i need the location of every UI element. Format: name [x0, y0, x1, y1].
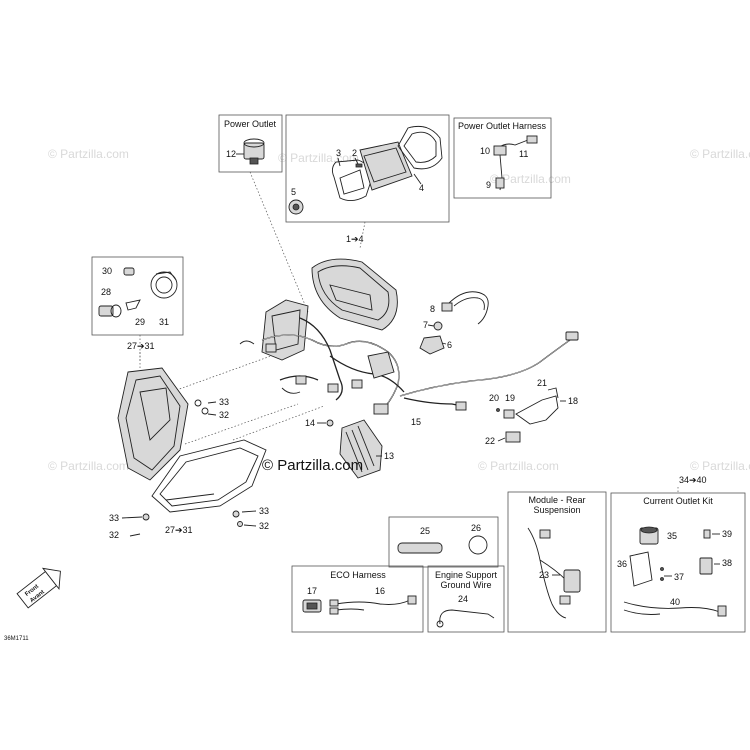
callout-8: 8	[430, 304, 435, 314]
power-outlet-harness-title: Power Outlet Harness	[458, 121, 547, 131]
eco-harness-box: ECO Harness 17 16	[291, 565, 424, 633]
headlight-housing: 33 32	[117, 367, 229, 481]
voltage-regulator: 13 14	[305, 418, 394, 479]
callout-23: 23	[539, 570, 549, 580]
engine-ground-wire-box: Engine Support Ground Wire 24	[427, 565, 505, 633]
module-rear-title-2: Suspension	[533, 505, 580, 515]
callout-20: 20	[489, 393, 499, 403]
eco-harness-title: ECO Harness	[330, 570, 386, 580]
callout-24: 24	[458, 594, 468, 604]
callout-39: 39	[722, 529, 732, 539]
watermark: © Partzilla.com	[690, 459, 750, 473]
callout-6: 6	[447, 340, 452, 350]
current-outlet-kit-box: Current Outlet Kit 35 39 36 37 38 40	[610, 492, 746, 633]
callout-11: 11	[519, 149, 528, 159]
callout-26: 26	[471, 523, 481, 533]
callout-7: 7	[423, 320, 428, 330]
drawing-code: 36M1711	[4, 636, 29, 642]
engine-support-title-1: Engine Support	[435, 570, 498, 580]
callout-18: 18	[568, 396, 578, 406]
callout-33-top: 33	[219, 397, 229, 407]
watermark: © Partzilla.com	[690, 147, 750, 161]
module-rear-title-1: Module - Rear	[528, 495, 585, 505]
headlight-bulb-box: 30 28 29 31	[91, 256, 184, 336]
callout-3: 3	[336, 148, 341, 158]
parts-6-8: 8 7 6	[419, 291, 489, 355]
callout-35: 35	[667, 531, 677, 541]
cluster-main	[311, 258, 398, 331]
callout-32-right: 32	[259, 521, 269, 531]
front-direction-badge: Front Avant	[16, 567, 61, 609]
callout-19: 19	[505, 393, 515, 403]
callout-32-top: 32	[219, 410, 229, 420]
watermark: © Partzilla.com	[478, 459, 559, 473]
callout-14: 14	[305, 418, 315, 428]
callout-38: 38	[722, 558, 732, 568]
power-outlet-title: Power Outlet	[224, 119, 277, 129]
headlight-lens: 33 32 33 32	[109, 439, 269, 540]
callout-28: 28	[101, 287, 111, 297]
leader-lines	[139, 171, 679, 493]
callout-27-31-bottom: 27➔31	[165, 525, 193, 535]
callout-37: 37	[674, 572, 684, 582]
module-rear-suspension-box: Module - Rear Suspension 23	[507, 491, 607, 633]
engine-support-title-2: Ground Wire	[440, 580, 491, 590]
callout-33-left: 33	[109, 513, 119, 523]
parts-25-26-box: 25 26	[388, 516, 499, 568]
callout-13: 13	[384, 451, 394, 461]
callout-30: 30	[102, 266, 112, 276]
watermark-group: © Partzilla.com © Partzilla.com © Partzi…	[48, 147, 750, 473]
gauge-cluster-box: 3 2 5 4	[285, 114, 450, 223]
current-outlet-kit-title: Current Outlet Kit	[643, 496, 713, 506]
callout-10: 10	[480, 146, 490, 156]
callout-27-31-top: 27➔31	[127, 341, 155, 351]
callout-15: 15	[411, 417, 421, 427]
callout-36: 36	[617, 559, 627, 569]
watermark: © Partzilla.com	[48, 459, 129, 473]
callout-1-4: 1➔4	[346, 234, 364, 244]
callout-4: 4	[419, 183, 424, 193]
main-harness: 15	[239, 299, 579, 427]
callout-12: 12	[226, 149, 236, 159]
callout-22: 22	[485, 436, 495, 446]
callout-9: 9	[486, 180, 491, 190]
callout-32-left: 32	[109, 530, 119, 540]
brand-watermark: © Partzilla.com	[262, 457, 363, 474]
callout-40: 40	[670, 597, 680, 607]
callout-16: 16	[375, 586, 385, 596]
watermark: © Partzilla.com	[278, 151, 359, 165]
power-outlet-box: Power Outlet 12	[218, 114, 283, 173]
callout-29: 29	[135, 317, 145, 327]
callout-21: 21	[537, 378, 547, 388]
callout-25: 25	[420, 526, 430, 536]
callout-2: 2	[352, 148, 357, 158]
callout-31: 31	[159, 317, 169, 327]
parts-18-22: 20 19 21 18 22	[485, 378, 578, 446]
callout-33-right: 33	[259, 506, 269, 516]
callout-5: 5	[291, 187, 296, 197]
watermark: © Partzilla.com	[48, 147, 129, 161]
callout-17: 17	[307, 586, 317, 596]
callout-34-40: 34➔40	[679, 475, 707, 485]
power-outlet-harness-box: Power Outlet Harness 10 11 9	[453, 117, 552, 199]
